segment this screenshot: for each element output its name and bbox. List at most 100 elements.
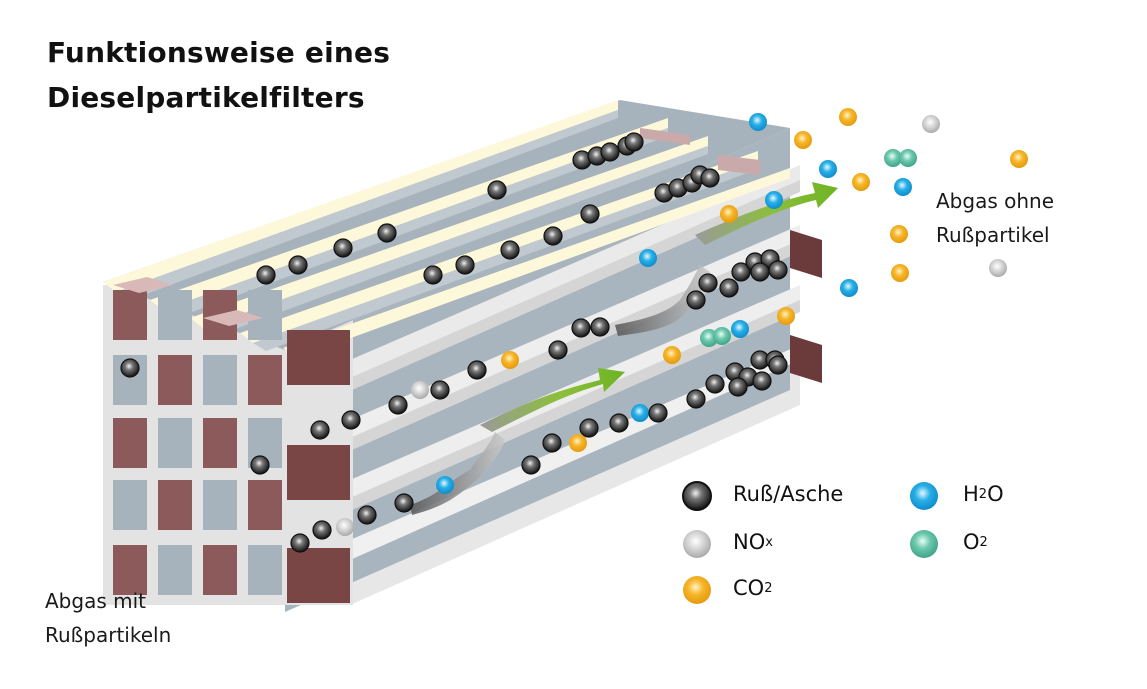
- o2-particle: [884, 149, 902, 167]
- outlet-label-line-2: Rußpartikel: [936, 223, 1050, 247]
- legend-markers: [682, 481, 938, 604]
- soot-particle: [290, 533, 310, 553]
- soot-particle: [455, 255, 475, 275]
- legend-item-soot: Ruß/Asche: [733, 482, 843, 506]
- flow-arrow-2: [695, 182, 838, 245]
- legend-label-o2: O: [963, 530, 980, 554]
- soot-particle: [377, 223, 397, 243]
- open-channel-cell: [158, 545, 192, 595]
- nox-particle: [336, 518, 354, 536]
- flow-arrow-1: [480, 368, 625, 432]
- plug-cell: [113, 290, 147, 340]
- open-channel-cell: [203, 480, 237, 530]
- plug-cell: [248, 355, 282, 405]
- soot-particle: [728, 377, 748, 397]
- soot-particle: [423, 265, 443, 285]
- soot-particle: [548, 340, 568, 360]
- plug-top: [113, 277, 173, 293]
- soot-particle: [579, 418, 599, 438]
- title-line-1: Funktionsweise eines: [47, 36, 391, 69]
- h2o-particle: [819, 160, 837, 178]
- co2-particle: [852, 173, 870, 191]
- soot-particle: [312, 520, 332, 540]
- h2o-particle: [840, 279, 858, 297]
- open-channel-cell: [113, 480, 147, 530]
- soot-particle: [648, 403, 668, 423]
- inlet-label-line-2: Rußpartikeln: [45, 623, 172, 647]
- soot-particle: [768, 355, 788, 375]
- soot-particle: [752, 371, 772, 391]
- soot-particle: [698, 273, 718, 293]
- co2-particle: [839, 108, 857, 126]
- open-channel-cell: [158, 290, 192, 340]
- diagram-title: Funktionsweise eines Dieselpartikelfilte…: [47, 30, 390, 120]
- legend-marker-o2: [910, 530, 938, 558]
- soot-particle: [288, 255, 308, 275]
- co2-particle: [890, 225, 908, 243]
- soot-particle: [394, 493, 414, 513]
- nox-particle: [989, 259, 1007, 277]
- plug-block: [287, 445, 350, 500]
- soot-particle: [388, 395, 408, 415]
- co2-particle: [777, 307, 795, 325]
- h2o-particle: [639, 249, 657, 267]
- legend-marker-h2o: [910, 482, 938, 510]
- soot-particle: [600, 142, 620, 162]
- h2o-particle: [749, 113, 767, 131]
- legend-marker-co2: [683, 576, 711, 604]
- inlet-label-line-1: Abgas mit: [45, 589, 146, 613]
- co2-particle: [794, 131, 812, 149]
- soot-particle: [521, 455, 541, 475]
- soot-particle: [310, 420, 330, 440]
- plug-block: [287, 330, 350, 385]
- inlet-label: Abgas mit Rußpartikeln: [45, 584, 171, 652]
- h2o-particle: [731, 320, 749, 338]
- soot-particle: [357, 505, 377, 525]
- soot-particle: [341, 410, 361, 430]
- soot-particle: [609, 413, 629, 433]
- nox-particle: [922, 115, 940, 133]
- legend-sub-h2o: 2: [978, 486, 988, 502]
- soot-particle: [624, 132, 644, 152]
- plug-cell: [113, 418, 147, 468]
- particles: [120, 108, 1028, 553]
- outlet-plugs: [640, 128, 822, 383]
- soot-particle: [500, 240, 520, 260]
- co2-particle: [720, 205, 738, 223]
- soot-particle: [590, 317, 610, 337]
- legend-marker-nox: [683, 530, 711, 558]
- legend-marker-soot: [682, 481, 712, 511]
- nox-particle: [411, 381, 429, 399]
- soot-particle: [487, 180, 507, 200]
- soot-particle: [256, 265, 276, 285]
- top-channel-walls: [103, 100, 790, 358]
- legend-label-soot: Ruß/Asche: [733, 482, 844, 506]
- soot-particle: [705, 374, 725, 394]
- front-face-cells: [113, 277, 350, 603]
- title-line-2: Dieselpartikelfilters: [47, 81, 365, 114]
- h2o-particle: [631, 404, 649, 422]
- legend-sub-co2: 2: [764, 580, 773, 596]
- soot-particle: [580, 204, 600, 224]
- plug-cell: [203, 418, 237, 468]
- soot-particle: [686, 290, 706, 310]
- open-channel-cell: [248, 290, 282, 340]
- plug-cell: [158, 355, 192, 405]
- soot-particle: [768, 260, 788, 280]
- h2o-particle: [436, 476, 454, 494]
- co2-particle: [891, 264, 909, 282]
- o2-particle: [899, 149, 917, 167]
- legend-sub-nox: x: [765, 534, 773, 550]
- plug-cell: [248, 480, 282, 530]
- co2-particle: [501, 351, 519, 369]
- legend-label-co2: CO: [733, 576, 765, 600]
- legend-sub-o2: 2: [979, 534, 988, 550]
- soot-particle: [430, 380, 450, 400]
- soot-particle: [543, 226, 563, 246]
- open-channel-cell: [203, 355, 237, 405]
- legend-label-nox: NO: [733, 530, 766, 554]
